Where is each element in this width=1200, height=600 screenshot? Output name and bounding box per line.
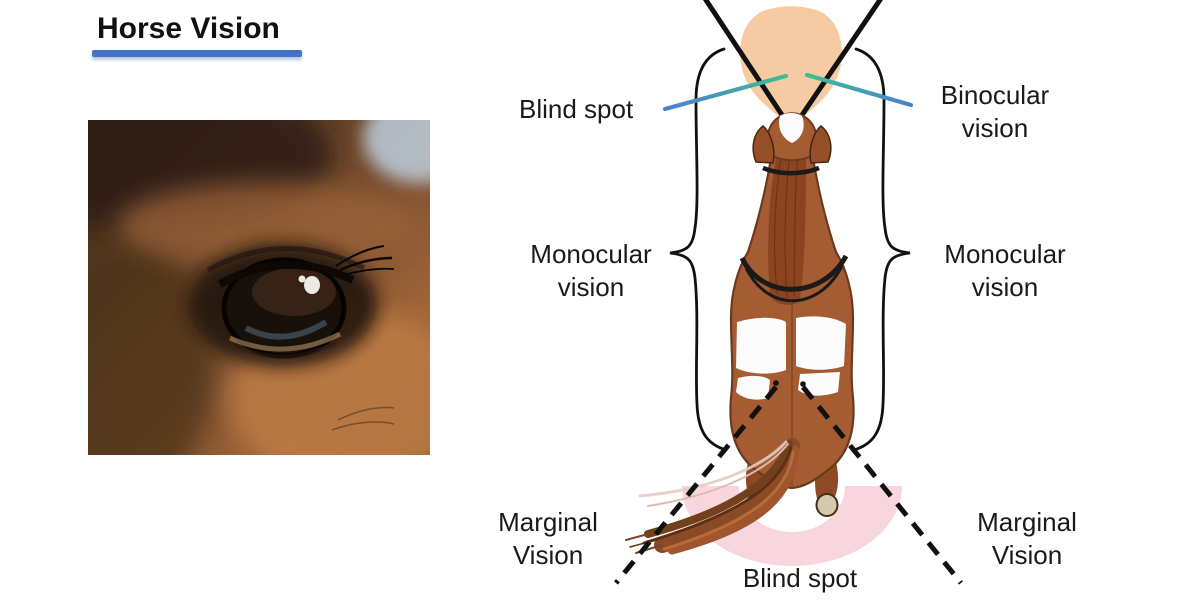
label-monocular-vision-left: Monocular vision bbox=[530, 239, 652, 302]
white-patches bbox=[736, 316, 846, 400]
left-brace bbox=[669, 47, 728, 452]
title-underline bbox=[92, 50, 302, 57]
blind-spot-leader-line bbox=[662, 73, 789, 112]
left-rear-leg bbox=[745, 460, 769, 502]
page-title: Horse Vision bbox=[97, 12, 280, 45]
white-blaze bbox=[779, 113, 804, 143]
left-eye-limit-dot bbox=[773, 380, 779, 386]
horse-body bbox=[729, 150, 855, 490]
dark-left-fur bbox=[88, 245, 213, 455]
label-marginal-vision-right: Marginal Vision bbox=[977, 507, 1077, 570]
label-blind-spot-top: Blind spot bbox=[519, 94, 634, 124]
right-dashed-line bbox=[801, 385, 963, 585]
horse-eye bbox=[221, 257, 347, 359]
bridle-straps bbox=[739, 165, 849, 303]
left-dashed-line bbox=[614, 385, 778, 585]
horse-illustration bbox=[625, 112, 855, 555]
horse-mane bbox=[768, 148, 806, 305]
whisker-hairs bbox=[331, 406, 395, 431]
right-ear bbox=[809, 125, 832, 164]
left-hoof bbox=[745, 493, 769, 517]
left-ear bbox=[752, 125, 775, 164]
v-line-left bbox=[702, 0, 787, 121]
label-marginal-vision-left: Marginal Vision bbox=[498, 507, 598, 570]
monocular-braces bbox=[669, 47, 911, 452]
sky-corner bbox=[363, 120, 430, 183]
upper-eyelid bbox=[218, 260, 355, 288]
binocular-field-shape bbox=[740, 6, 842, 126]
eyelashes bbox=[335, 245, 395, 276]
right-brace bbox=[852, 47, 911, 452]
right-hoof bbox=[815, 493, 839, 517]
label-monocular-vision-right: Monocular vision bbox=[944, 239, 1066, 302]
under-eye-shadow bbox=[235, 340, 337, 359]
marginal-vision-lines bbox=[614, 385, 963, 585]
horse-tail bbox=[625, 438, 800, 555]
right-eye-limit-dot bbox=[800, 381, 806, 387]
horse-eye-photo bbox=[88, 120, 430, 455]
label-binocular-vision: Binocular vision bbox=[940, 80, 1050, 143]
binocular-v-lines bbox=[702, 0, 883, 121]
horse-head bbox=[766, 112, 818, 162]
v-line-right bbox=[797, 0, 883, 121]
lower-eyelid bbox=[228, 331, 342, 352]
brow-highlight bbox=[118, 183, 418, 267]
right-rear-leg bbox=[815, 460, 839, 502]
rear-blind-spot-shape bbox=[682, 486, 902, 566]
label-blind-spot-bottom: Blind spot bbox=[742, 563, 858, 593]
mane-strands bbox=[774, 151, 799, 299]
binocular-leader-line bbox=[804, 72, 914, 108]
